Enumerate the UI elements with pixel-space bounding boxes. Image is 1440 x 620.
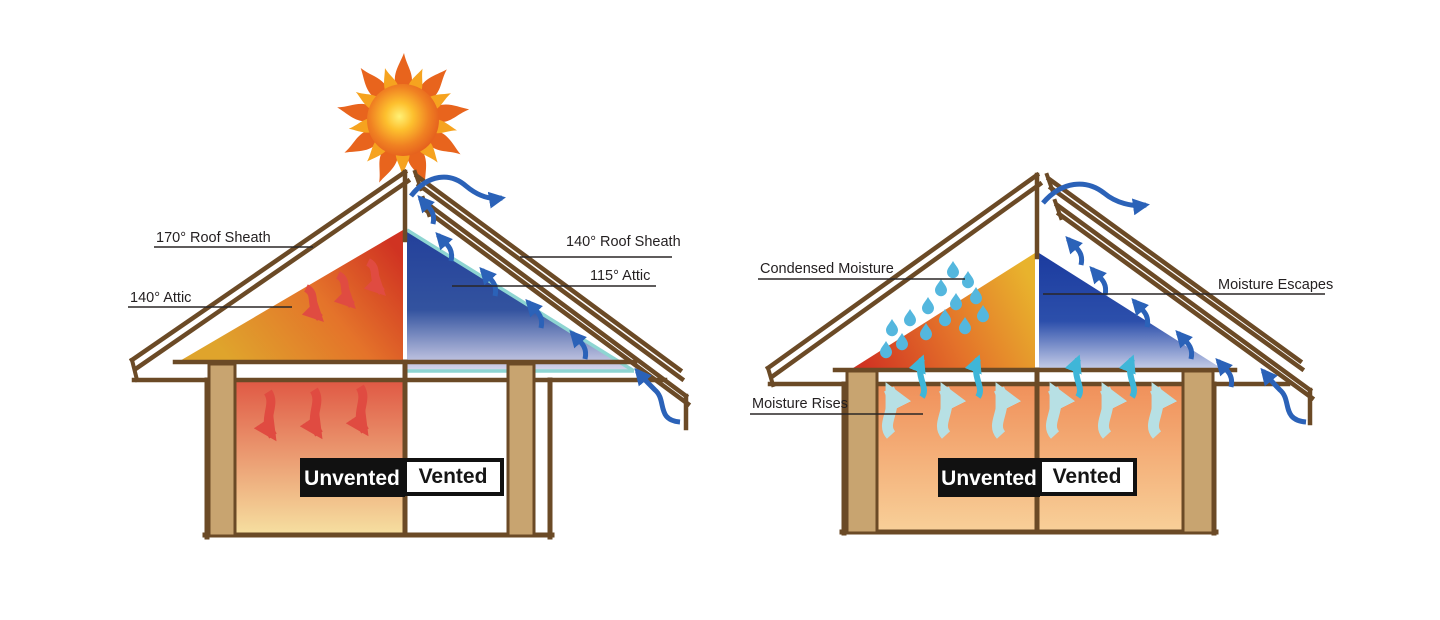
label-moisture-rises: Moisture Rises [752, 396, 848, 412]
unvented-tag-bg [300, 458, 405, 497]
airflow-arrows-icon [1041, 181, 1307, 425]
unvented-tag: Unvented [304, 467, 400, 490]
vented-tag: Vented [1053, 465, 1122, 488]
vented-attic-fill [1039, 253, 1224, 370]
unvented-attic-fill [850, 253, 1035, 370]
unvented-tag: Unvented [941, 467, 1037, 490]
unvented-vented-tag: Unvented Vented [300, 458, 504, 497]
wall-stud [1181, 369, 1215, 535]
temperature-labels: 170° Roof Sheath 140° Attic 140° Roof Sh… [128, 230, 681, 308]
ridge-exit-arrow-icon [1041, 181, 1150, 216]
vented-tag: Vented [419, 465, 488, 488]
label-condensed-moisture: Condensed Moisture [760, 261, 894, 277]
wall-stud [506, 362, 536, 538]
sun-icon [335, 53, 471, 187]
temperature-comparison-diagram: 170° Roof Sheath 140° Attic 140° Roof Sh… [128, 53, 692, 540]
label-vented-attic: 115° Attic [590, 268, 650, 284]
vented-tag-bg [403, 458, 504, 496]
house-structure [764, 171, 1316, 536]
label-unvented-attic: 140° Attic [130, 290, 191, 306]
vented-tag-bg [1038, 458, 1137, 496]
unvented-attic-fill [178, 230, 403, 362]
moisture-comparison-diagram: Condensed Moisture Moisture Escapes Mois… [750, 171, 1333, 536]
house-structure [128, 168, 692, 540]
soffit-intake-arrow-icon [634, 367, 681, 425]
wall-stud [845, 369, 879, 535]
label-moisture-escapes: Moisture Escapes [1218, 277, 1333, 293]
moisture-labels: Condensed Moisture Moisture Escapes Mois… [750, 261, 1333, 415]
unvented-vented-tag: Unvented Vented [938, 458, 1137, 497]
soffit-intake-arrow-icon [1260, 367, 1307, 425]
unvented-tag-bg [938, 458, 1040, 497]
label-unvented-roof-sheath: 170° Roof Sheath [156, 230, 271, 246]
airflow-arrows-icon [409, 174, 681, 425]
wall-stud [207, 362, 237, 538]
ridge-exit-arrow-icon [409, 174, 506, 209]
label-vented-roof-sheath: 140° Roof Sheath [566, 234, 681, 250]
